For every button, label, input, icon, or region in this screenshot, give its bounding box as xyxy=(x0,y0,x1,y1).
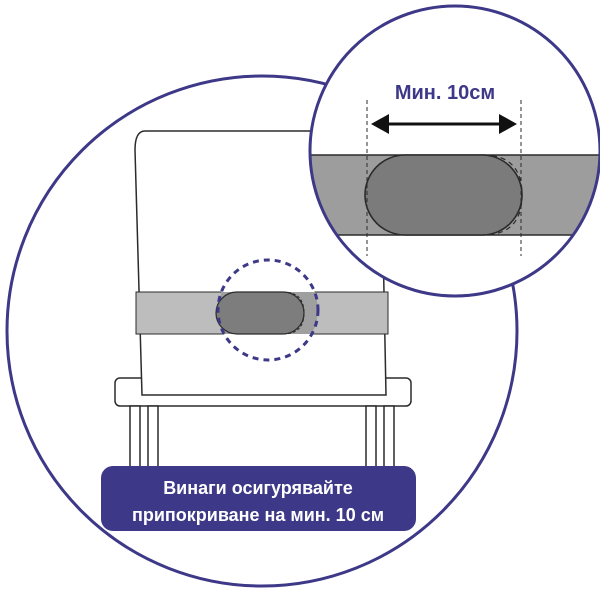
info-banner-line2: припокриване на мин. 10 см xyxy=(132,505,384,525)
zoom-callout: Мин. 10см xyxy=(308,4,600,298)
measure-arrow-head-left xyxy=(371,114,389,134)
bench-leg-left-1 xyxy=(129,405,141,469)
bench-leg-left-2 xyxy=(147,405,159,469)
bench-leg-right-2 xyxy=(383,405,395,469)
small-overlap-pill xyxy=(215,291,305,335)
measure-arrow-head-right xyxy=(499,114,517,134)
zoom-hidden-end xyxy=(482,154,523,236)
info-banner-line1: Винаги осигурявайте xyxy=(163,478,353,498)
zoom-callout-border xyxy=(308,4,600,298)
measure-label: Мин. 10см xyxy=(395,82,495,104)
small-hidden-end xyxy=(282,291,305,335)
small-overlap-highlight xyxy=(215,258,320,362)
small-dashed-circle xyxy=(216,258,320,362)
bench-leg-right-1 xyxy=(365,405,377,469)
info-banner: Винаги осигурявайте припокриване на мин.… xyxy=(101,466,416,531)
zoom-overlap-pill xyxy=(364,154,523,236)
info-banner-bg xyxy=(101,466,416,531)
